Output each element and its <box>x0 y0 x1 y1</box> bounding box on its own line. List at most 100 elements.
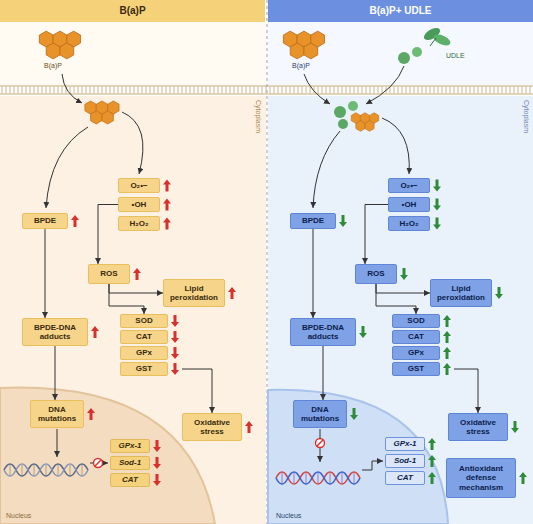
bap-molecule <box>283 31 324 59</box>
decrease-arrow <box>511 421 519 433</box>
illustration-part <box>294 473 295 483</box>
expression-arrow <box>362 461 383 470</box>
text-label: B(a)P <box>292 62 310 70</box>
increase-arrow <box>163 218 171 230</box>
increase-arrow <box>163 180 171 192</box>
node-text: Sod-1 <box>394 456 416 465</box>
increase-arrow <box>443 347 451 359</box>
increase-arrow <box>163 199 171 211</box>
panel-header: B(a)P+ UDLE <box>268 0 533 22</box>
node-text: O₂•− <box>400 181 417 190</box>
process-box: GST <box>120 362 168 376</box>
process-box: DNA mutations <box>30 400 84 428</box>
illustration-part <box>306 473 307 483</box>
metabolism-arrow <box>382 118 409 174</box>
decrease-arrow <box>359 326 367 338</box>
process-box: ROS <box>355 264 397 284</box>
node-text: H₂O₂ <box>129 219 148 228</box>
flow-arrow <box>313 229 314 318</box>
node-text: Lipid peroxidation <box>434 284 488 302</box>
node-text: H₂O₂ <box>399 219 418 228</box>
process-box: BPDE-DNA adducts <box>22 318 88 346</box>
increase-arrow <box>443 331 451 343</box>
illustration-part <box>276 472 360 484</box>
node-text: BPDE-DNA adducts <box>26 323 84 341</box>
node-text: CAT <box>408 332 424 341</box>
node-text: Oxidative stress <box>452 418 504 436</box>
flow-arrow <box>109 284 144 314</box>
gene-box: GPx-1 <box>385 437 425 451</box>
increase-arrow <box>443 315 451 327</box>
illustration-part <box>318 473 319 483</box>
text-label: Nucleus <box>6 512 31 520</box>
illustration-part <box>316 439 325 448</box>
flow-arrow <box>454 369 478 413</box>
udle-particle <box>412 47 422 57</box>
increase-arrow <box>428 455 436 467</box>
bap-molecule <box>85 101 119 124</box>
process-box: Oxidative stress <box>182 413 242 441</box>
decrease-arrow <box>433 199 441 211</box>
illustration-part <box>82 465 83 475</box>
leaf-icon <box>422 26 452 48</box>
flow-arrow <box>376 284 416 314</box>
increase-arrow <box>91 326 99 338</box>
extracellular-ground <box>268 22 533 86</box>
node-text: •OH <box>402 200 417 209</box>
text-label: UDLE <box>446 52 465 60</box>
process-box: Antioxidant defense mechanism <box>446 458 516 498</box>
gene-box: GPx-1 <box>110 439 150 453</box>
increase-arrow <box>133 268 141 280</box>
illustration-part <box>4 464 88 476</box>
decrease-arrow <box>153 457 161 469</box>
process-box: Lipid peroxidation <box>430 279 492 307</box>
illustration-part <box>4 464 88 476</box>
increase-arrow <box>428 472 436 484</box>
node-text: GPx-1 <box>118 441 141 450</box>
node-text: CAT <box>122 475 138 484</box>
decrease-arrow <box>433 218 441 230</box>
node-text: SOD <box>135 316 152 325</box>
bap-molecule <box>39 31 80 59</box>
membrane-line <box>0 93 533 95</box>
node-text: DNA mutations <box>34 405 80 423</box>
node-text: Oxidative stress <box>186 418 238 436</box>
cytoplasm-ground <box>0 96 266 524</box>
text-label: B(a)P <box>44 62 62 70</box>
node-text: ROS <box>367 269 384 278</box>
node-text: BPDE <box>34 216 56 225</box>
flow-arrow <box>109 284 163 293</box>
node-text: •OH <box>132 200 147 209</box>
decrease-arrow <box>339 215 347 227</box>
process-box: DNA mutations <box>293 400 347 428</box>
node-text: GST <box>408 364 424 373</box>
decrease-arrow <box>153 440 161 452</box>
node-text: B(a)P+ UDLE <box>370 5 432 17</box>
uptake-arrow <box>304 74 330 104</box>
dna-helix <box>276 472 360 484</box>
extracellular-ground <box>0 22 266 86</box>
illustration-part <box>94 459 103 468</box>
process-box: CAT <box>392 330 440 344</box>
illustration-part <box>10 465 82 475</box>
node-text: GPx <box>408 348 424 357</box>
decrease-arrow <box>400 268 408 280</box>
node-text: O₂•− <box>130 181 147 190</box>
flow-arrow <box>98 205 118 265</box>
illustration-part <box>46 465 47 475</box>
increase-arrow <box>245 421 253 433</box>
decrease-arrow <box>153 474 161 486</box>
increase-arrow <box>519 472 527 484</box>
decrease-arrow <box>171 363 179 375</box>
flow-arrow <box>182 369 212 413</box>
node-text: GPx-1 <box>393 439 416 448</box>
blocked-symbol <box>316 439 325 448</box>
node-text: BPDE-DNA adducts <box>294 323 352 341</box>
flow-arrow <box>323 346 324 400</box>
process-box: BPDE <box>22 213 68 229</box>
nucleus-outline <box>268 390 448 524</box>
increase-arrow <box>87 408 95 420</box>
udle-particle <box>334 106 346 118</box>
process-box: O₂•− <box>118 178 160 193</box>
